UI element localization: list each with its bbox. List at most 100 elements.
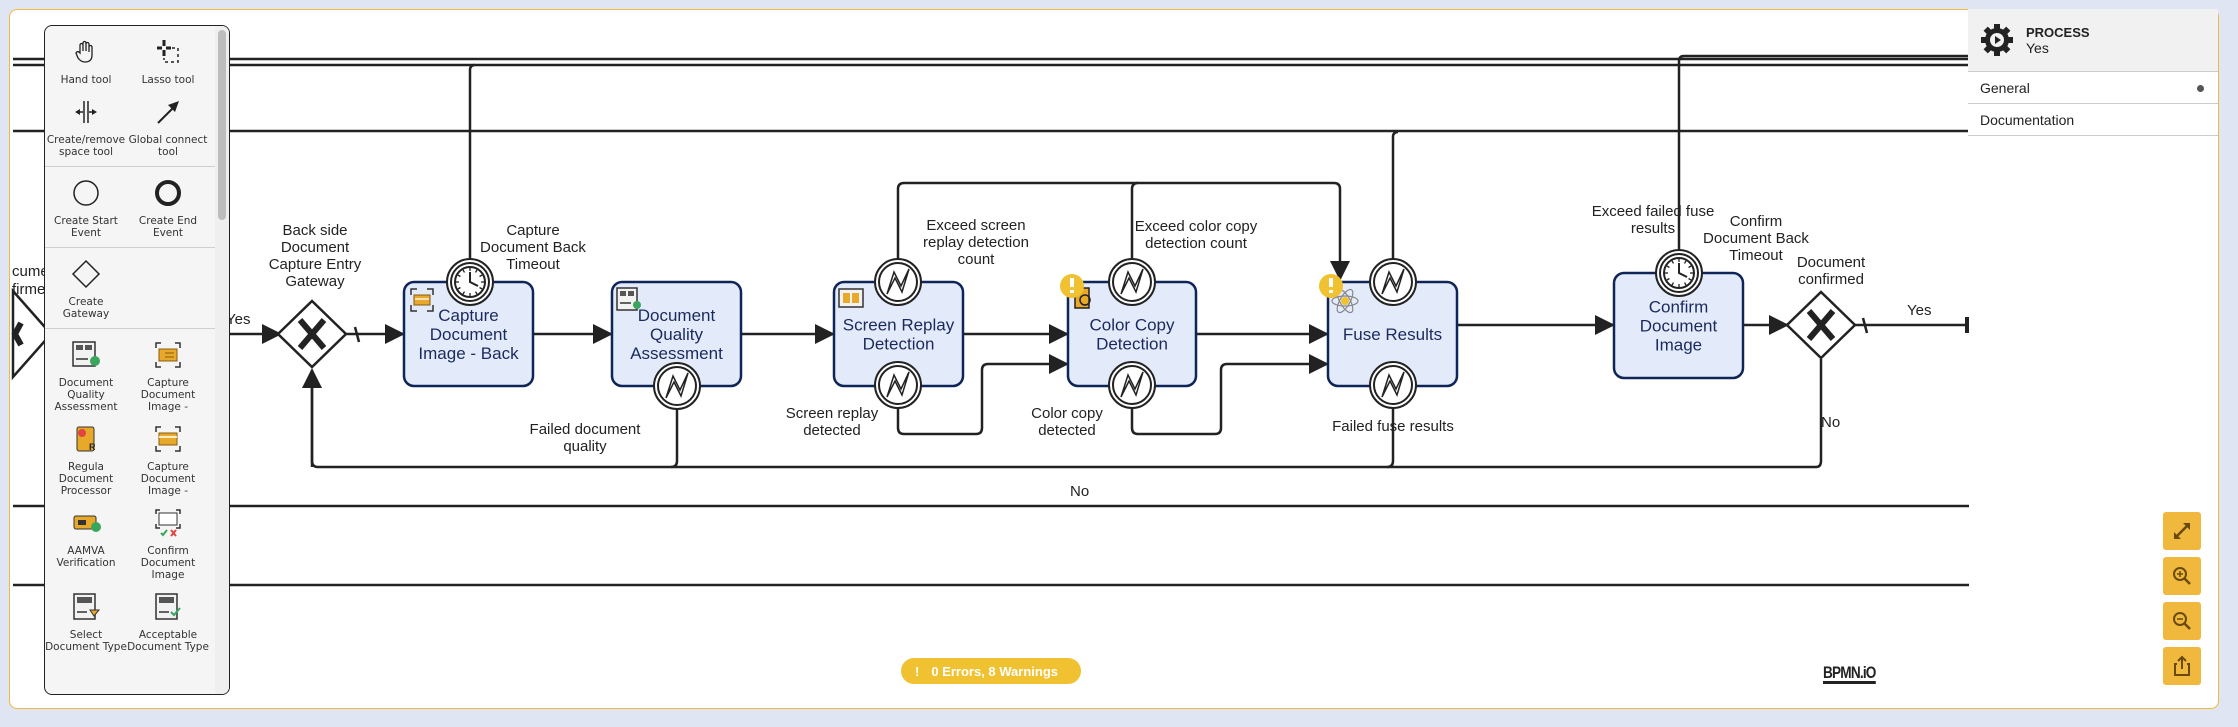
- palette-item-aamva[interactable]: AAMVA Verification: [45, 501, 127, 585]
- error-boundary-event[interactable]: [874, 258, 922, 306]
- boundary-label: count: [958, 251, 996, 268]
- error-boundary-event[interactable]: [1369, 258, 1417, 306]
- task-label: Capture: [438, 306, 498, 325]
- create-end-event[interactable]: Create End Event: [127, 171, 209, 243]
- boundary-label: detected: [1038, 422, 1096, 439]
- boundary-label: Document Back: [1703, 230, 1809, 247]
- hand-tool[interactable]: Hand tool: [45, 30, 127, 90]
- warning-icon: !: [915, 663, 920, 679]
- create-start-event[interactable]: Create Start Event: [45, 171, 127, 243]
- confirm-document-icon: [155, 509, 181, 537]
- error-lightning-icon: [1381, 268, 1405, 295]
- exclusive-gateway-document-confirmed[interactable]: [1785, 290, 1857, 360]
- error-boundary-event[interactable]: [874, 361, 922, 409]
- timer-boundary-event[interactable]: [446, 258, 494, 306]
- svg-text:R: R: [89, 442, 96, 452]
- timer-boundary-event[interactable]: [1655, 249, 1703, 297]
- boundary-label: Capture: [506, 222, 559, 239]
- fit-viewport-button[interactable]: [2163, 512, 2201, 550]
- palette-item-capture-front[interactable]: Capture Document Image -: [127, 333, 209, 417]
- palette-item-acceptable-document-type[interactable]: Acceptable Document Type: [127, 585, 209, 657]
- zoom-out-button[interactable]: [2163, 602, 2201, 640]
- partial-gateway-offscreen[interactable]: [11, 287, 53, 381]
- create-gateway[interactable]: Create Gateway: [45, 252, 127, 324]
- bpmn-canvas[interactable]: cume firme Back side Document Capture En…: [9, 9, 2219, 709]
- error-boundary-event[interactable]: [1108, 361, 1156, 409]
- start-event-icon: [73, 180, 99, 206]
- sequence-flow[interactable]: [1130, 181, 1139, 263]
- exclusive-gateway-back-entry[interactable]: [276, 299, 348, 369]
- sequence-flow[interactable]: [1391, 130, 1399, 263]
- tab-general[interactable]: General: [1968, 72, 2218, 104]
- boundary-label: Timeout: [1729, 247, 1783, 264]
- zoom-in-button[interactable]: [2163, 557, 2201, 595]
- boundary-label: Exceed failed fuse: [1592, 203, 1715, 220]
- task-label: Image: [1655, 336, 1702, 355]
- default-flow-marker: [353, 326, 361, 343]
- palette-item-capture-back[interactable]: Capture Document Image -: [127, 417, 209, 501]
- boundary-label: Exceed color copy: [1135, 218, 1258, 235]
- end-event-icon: [155, 180, 181, 206]
- expand-icon: [2174, 523, 2190, 539]
- sequence-flow[interactable]: [1130, 354, 1329, 436]
- global-connect-tool[interactable]: Global connect tool: [127, 90, 209, 162]
- task-label: Detection: [863, 335, 935, 354]
- error-boundary-event[interactable]: [1369, 361, 1417, 409]
- palette-group-events: Create Start Event Create End Event: [45, 167, 215, 248]
- offscreen-label: cume: [12, 263, 49, 280]
- palette-item-regula[interactable]: R Regula Document Processor: [45, 417, 127, 501]
- boundary-label: Color copy: [1031, 405, 1103, 422]
- capture-document-front-icon: [155, 342, 181, 368]
- task-label: Confirm: [1649, 298, 1709, 317]
- document-quality-icon: [72, 341, 100, 367]
- lasso-icon: [157, 40, 179, 63]
- task-label: Detection: [1096, 335, 1168, 354]
- palette-scrollbar[interactable]: [218, 30, 226, 220]
- warning-icon[interactable]: [1060, 274, 1084, 298]
- lasso-tool[interactable]: Lasso tool: [127, 30, 209, 90]
- error-boundary-event[interactable]: [653, 362, 701, 410]
- palette-item-confirm-document[interactable]: Confirm Document Image: [127, 501, 209, 585]
- boundary-label: detection count: [1145, 235, 1248, 252]
- bpmn-io-logo[interactable]: BPMN.iO: [1823, 663, 1876, 684]
- offscreen-label: firme: [12, 281, 45, 298]
- error-lightning-icon: [886, 371, 910, 398]
- task-label: Quality: [650, 325, 703, 344]
- error-lightning-icon: [1120, 268, 1144, 295]
- process-gear-icon: [1981, 24, 2013, 56]
- properties-panel: PROCESS Yes General Documentation: [1968, 9, 2218, 139]
- sequence-flow[interactable]: [1386, 403, 1395, 469]
- flow-label-no: No: [1070, 483, 1089, 500]
- boundary-label: Document Back: [480, 239, 586, 256]
- element-type: PROCESS: [2026, 24, 2090, 40]
- hand-icon: [75, 40, 93, 63]
- clock-icon: [454, 266, 486, 298]
- sequence-flow[interactable]: [896, 181, 1350, 281]
- export-button[interactable]: [2163, 647, 2201, 685]
- sequence-flow[interactable]: [1677, 54, 1969, 263]
- palette-item-select-document-type[interactable]: Select Document Type: [45, 585, 127, 657]
- space-tool[interactable]: Create/remove space tool: [45, 90, 127, 162]
- sequence-flow[interactable]: [896, 354, 1069, 436]
- bpmn-diagram[interactable]: cume firme Back side Document Capture En…: [10, 10, 2218, 708]
- sequence-flow[interactable]: [670, 403, 679, 469]
- sequence-flow[interactable]: [468, 63, 476, 262]
- palette-item-document-quality[interactable]: Document Quality Assessment: [45, 333, 127, 417]
- regula-processor-icon: R: [76, 426, 96, 452]
- validation-status-badge[interactable]: ! 0 Errors, 8 Warnings: [901, 658, 1081, 684]
- acceptable-document-type-icon: [155, 593, 181, 620]
- warning-icon[interactable]: [1319, 274, 1343, 298]
- flow-label-yes: Yes: [1907, 302, 1931, 319]
- zoom-out-icon: [2173, 612, 2191, 630]
- boundary-label: Failed fuse results: [1332, 418, 1454, 435]
- gateway-label: Document confirmed: [1797, 254, 1866, 288]
- error-boundary-event[interactable]: [1108, 258, 1156, 306]
- tab-documentation[interactable]: Documentation: [1968, 104, 2218, 136]
- capture-document-back-icon: [410, 288, 434, 312]
- palette-group-gateways: Create Gateway: [45, 248, 215, 329]
